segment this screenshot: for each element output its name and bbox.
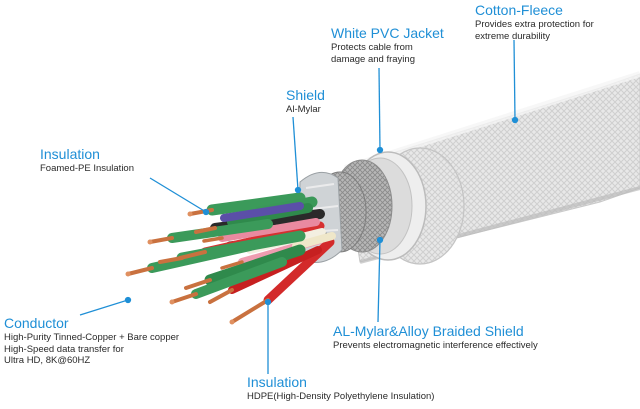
callout-insulation-foamed-pe: Insulation Foamed-PE Insulation <box>40 146 134 175</box>
callout-title: Cotton-Fleece <box>475 2 563 18</box>
callout-description: Foamed-PE Insulation <box>40 163 134 174</box>
callout-braided-shield: AL-Mylar&Alloy Braided Shield Prevents e… <box>333 323 538 352</box>
callout-description: High-Purity Tinned-Copper + Bare copper … <box>4 332 180 366</box>
leader-lines <box>79 39 519 374</box>
callout-cotton-fleece: Cotton-Fleece Provides extra protection … <box>475 2 594 42</box>
callout-insulation-hdpe: Insulation HDPE(High-Density Polyethylen… <box>247 374 434 403</box>
callout-title: White PVC Jacket <box>331 25 444 41</box>
wire-bundle <box>147 192 336 305</box>
callout-title: AL-Mylar&Alloy Braided Shield <box>333 323 524 339</box>
callout-title: Insulation <box>247 374 307 390</box>
callout-shield: Shield Al-Mylar <box>286 87 325 116</box>
callout-title: Insulation <box>40 146 100 162</box>
callout-description: Al-Mylar <box>286 104 321 115</box>
callout-description: Protects cable from damage and fraying <box>331 42 415 65</box>
callout-title: Conductor <box>4 315 69 331</box>
callout-conductor: Conductor High-Purity Tinned-Copper + Ba… <box>4 315 179 367</box>
copper-conductors <box>125 208 270 325</box>
callout-white-pvc-jacket: White PVC Jacket Protects cable from dam… <box>331 25 444 65</box>
callout-description: HDPE(High-Density Polyethylene Insulatio… <box>247 391 435 402</box>
callout-description: Prevents electromagnetic interference ef… <box>333 340 538 351</box>
callout-title: Shield <box>286 87 325 103</box>
callout-description: Provides extra protection for extreme du… <box>475 19 594 42</box>
